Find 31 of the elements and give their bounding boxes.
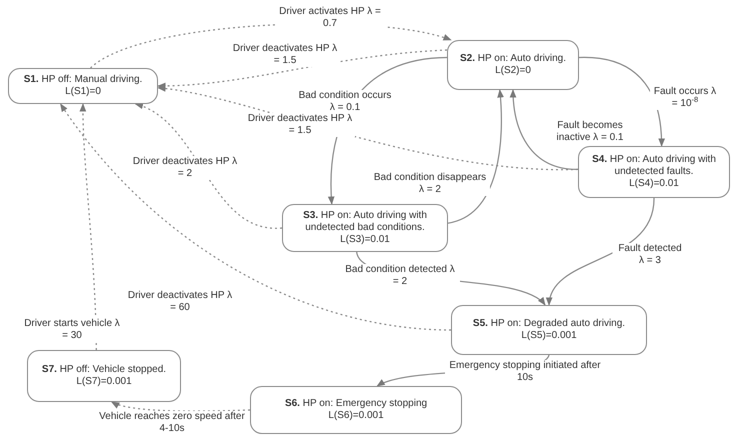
- edge-label: Driver starts vehicle λ = 30: [22, 318, 122, 342]
- dashed-arrow: [80, 103, 97, 350]
- state-text: L(S3)=0.01: [340, 234, 390, 246]
- dashed-arrow: [157, 49, 448, 90]
- state-box: [250, 386, 462, 434]
- state-box: [282, 204, 448, 252]
- state-text: L(S4)=0.01: [629, 178, 679, 190]
- state-text: L(S1)=0: [65, 86, 101, 98]
- state-box: [27, 350, 181, 402]
- state-text: L(S5)=0.001: [521, 330, 577, 342]
- state-box: [578, 146, 730, 198]
- state-box: [447, 40, 579, 90]
- state-text: L(S2)=0: [495, 65, 531, 77]
- state-text: S6. HP on: Emergency stopping: [284, 398, 428, 410]
- state-text: L(S7)=0.001: [76, 376, 132, 388]
- state-text: S1. HP off: Manual driving.: [24, 74, 142, 86]
- dashed-arrow: [60, 103, 452, 331]
- state-text: S4. HP on: Auto driving with undetected faults.: [591, 154, 717, 178]
- edge-label: Driver activates HP λ = 0.7: [275, 6, 385, 30]
- state-text: S7. HP off: Vehicle stopped.: [42, 364, 166, 376]
- dashed-arrow: [110, 401, 250, 412]
- arrow: [448, 89, 504, 224]
- state-text: S5. HP on: Degraded auto driving.: [472, 318, 626, 330]
- state-text: S3. HP on: Auto driving with undetected bad conditions.: [302, 210, 428, 234]
- arrow: [510, 89, 578, 170]
- state-box: [8, 68, 158, 104]
- dashed-arrow: [134, 103, 282, 229]
- state-box: [451, 305, 647, 355]
- arrow: [547, 198, 655, 306]
- state-text: S2. HP on: Auto driving.: [460, 53, 566, 65]
- state-text: L(S6)=0.001: [328, 410, 384, 422]
